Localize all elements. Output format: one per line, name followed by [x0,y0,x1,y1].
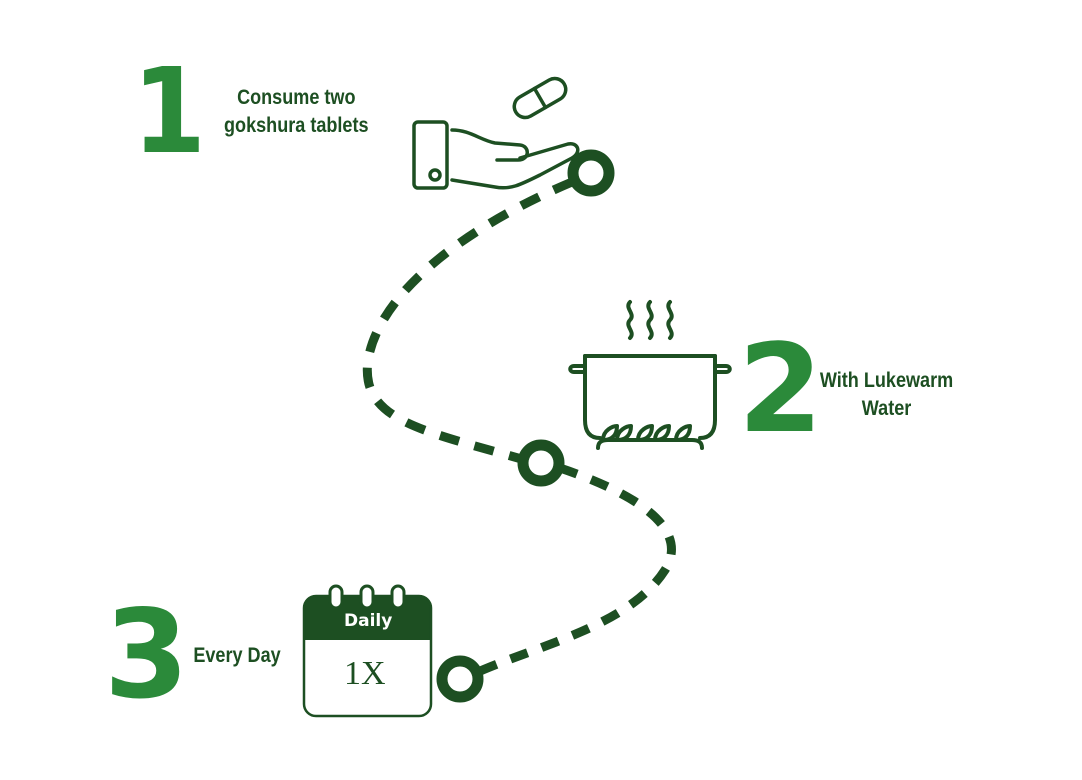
step-3-text: Every Day [188,642,286,670]
step-1-line-2: gokshura tablets [224,114,369,137]
step-2-text: With Lukewarm Water [810,367,963,423]
step-3-line-1: Every Day [193,644,281,667]
hand-with-pill-icon [412,76,580,190]
dashed-path-segment-2 [476,463,676,677]
path-node-2 [517,439,565,487]
step-2-line-2: Water [861,397,912,420]
path-node-1 [567,149,615,197]
step-3-number: 3 [104,584,189,726]
pot-on-stove-icon [568,300,732,450]
calendar-header-label: Daily [344,611,393,631]
step-2-line-1: With Lukewarm [819,369,954,392]
dashed-path-segment-1 [362,177,574,465]
step-1-number: 1 [132,42,207,180]
step-1-line-1: Consume two [237,86,356,109]
calendar-icon [302,584,433,718]
step-2-number: 2 [738,318,823,460]
step-1-text: Consume two gokshura tablets [212,84,381,140]
calendar-value: 1X [344,655,386,692]
path-node-3 [436,655,484,703]
